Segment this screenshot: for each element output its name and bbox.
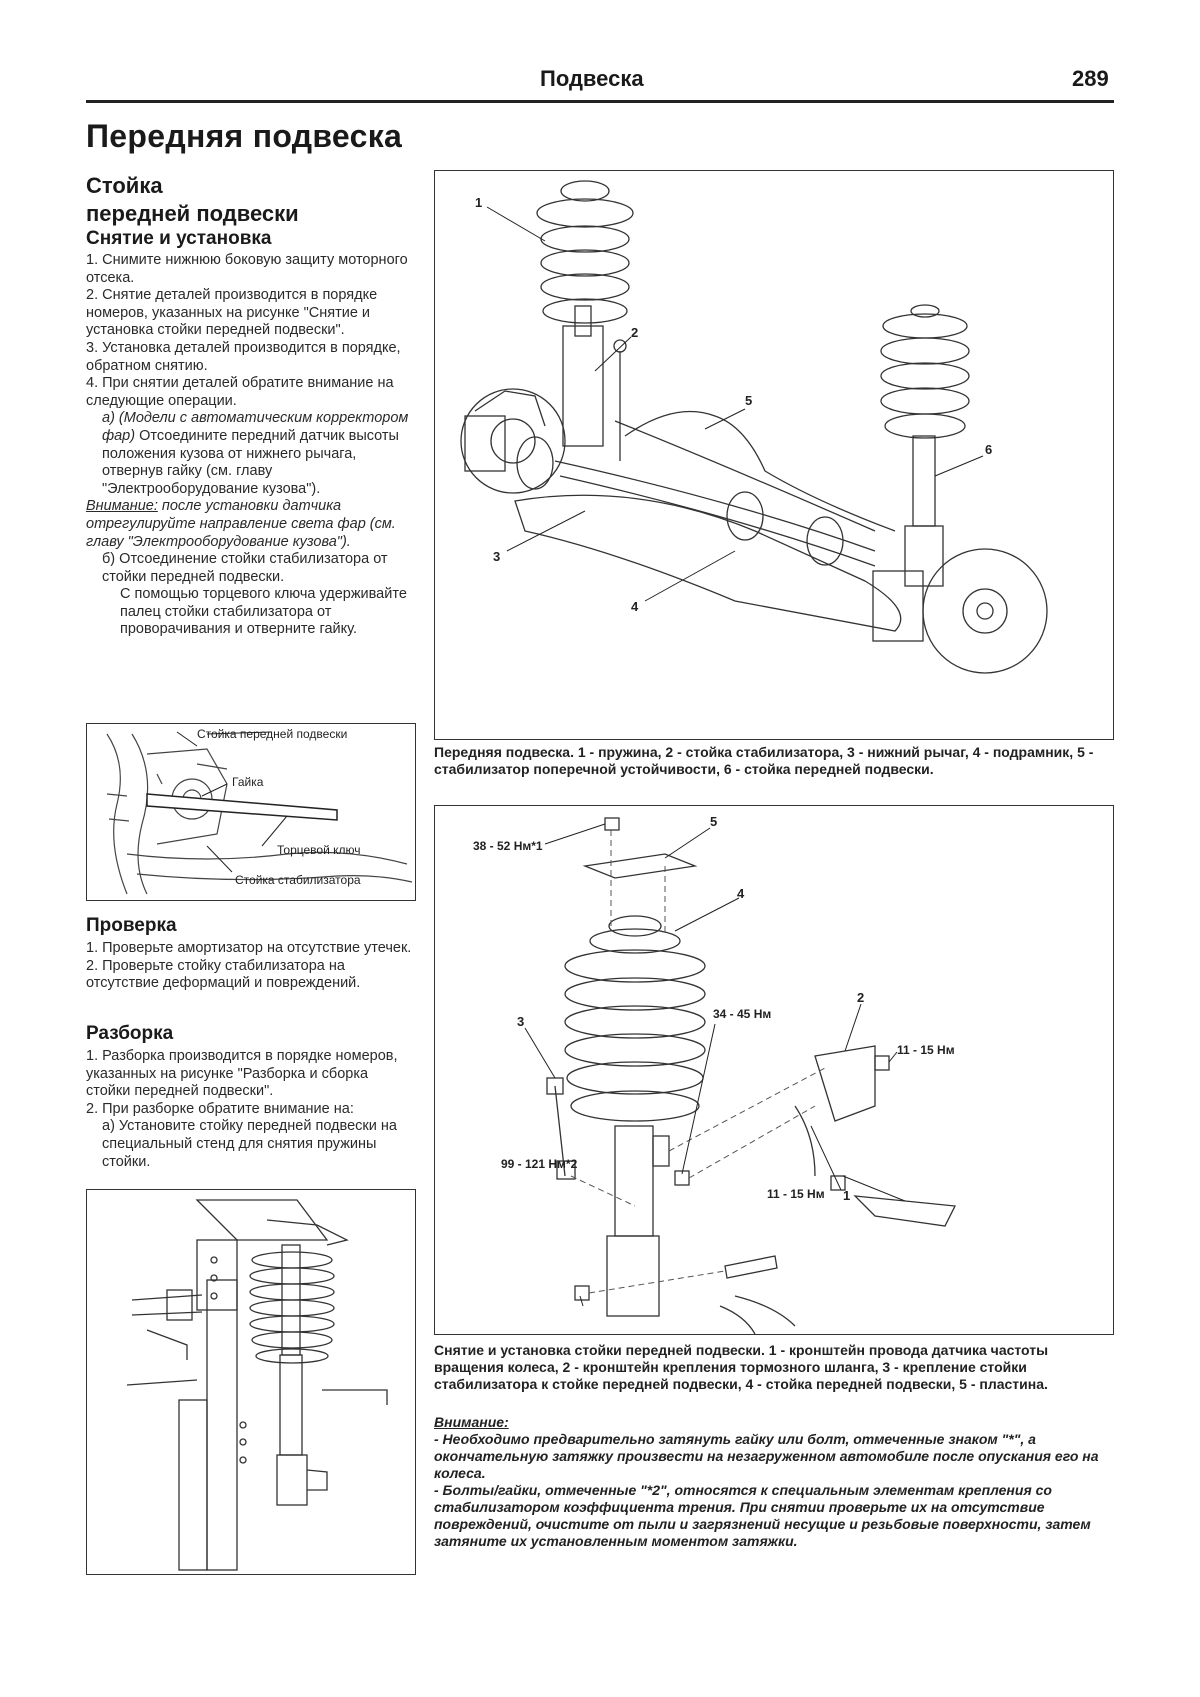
fig2-callout-4: 4 <box>737 886 745 901</box>
disassembly-step-2: 2. При разборке обратите внимание на: <box>86 1100 354 1117</box>
header-rule <box>86 100 1114 103</box>
strut-removal-drawing: 38 - 52 Нм*1 5 4 3 34 - 45 Нм 2 11 - 15 … <box>473 814 957 1335</box>
removal-step-4b: б) Отсоединение стойки стабилизатора от … <box>102 551 388 585</box>
removal-step-3: 3. Установка деталей производится в поря… <box>86 339 401 374</box>
fig1-callout-3: 3 <box>493 549 500 564</box>
fig2-callout-1: 1 <box>843 1188 850 1203</box>
attention-label: Внимание: <box>86 498 158 515</box>
torque-11-15-upper: 11 - 15 Нм <box>897 1043 955 1057</box>
step-4a-condition: а) (Модели с автоматическим корректором … <box>102 410 409 444</box>
fig2-callout-3: 3 <box>517 1014 524 1029</box>
label-stabilizer: Стойка стабилизатора <box>235 873 361 887</box>
fig1-callout-5: 5 <box>745 393 752 408</box>
spring-compressor-drawing <box>126 1199 388 1571</box>
removal-step-1: 1. Снимите нижнюю боковую защиту моторно… <box>86 252 408 286</box>
attention-note: Внимание: после установки датчика отрегу… <box>86 498 416 551</box>
step-4a-text: Отсоедините передний датчик высоты полож… <box>102 427 399 497</box>
figure-spring-compressor <box>86 1189 416 1575</box>
front-suspension-drawing: 1 2 3 4 5 6 <box>460 180 1048 674</box>
attention-block: Внимание: - Необходимо предварительно за… <box>434 1414 1112 1550</box>
attention-note-2: - Болты/гайки, отмеченные "*2", относятс… <box>434 1482 1091 1549</box>
figure-wrench: Стойка передней подвески Гайка Торцевой … <box>86 723 416 901</box>
torque-38-52: 38 - 52 Нм*1 <box>473 839 543 853</box>
label-nut: Гайка <box>232 775 264 789</box>
figure-front-suspension: 1 2 3 4 5 6 <box>434 170 1114 740</box>
attention-label-2: Внимание: <box>434 1414 509 1430</box>
page-title: Передняя подвеска <box>86 118 403 154</box>
check-steps: 1. Проверьте амортизатор на отсутствие у… <box>86 940 416 993</box>
removal-step-2: 2. Снятие деталей производится в порядке… <box>86 287 378 339</box>
section-heading-line2: передней подвески <box>86 201 299 226</box>
removal-step-4b-detail: С помощью торцевого ключа удерживайте па… <box>120 586 407 638</box>
fig2-callout-2: 2 <box>857 990 864 1005</box>
label-strut: Стойка передней подвески <box>197 727 347 741</box>
attention-note-1: - Необходимо предварительно затянуть гай… <box>434 1431 1099 1481</box>
label-wrench: Торцевой ключ <box>277 843 360 857</box>
disassembly-step-1: 1. Разборка производится в порядке номер… <box>86 1048 398 1100</box>
section-heading-line1: Стойка <box>86 173 163 198</box>
check-heading: Проверка <box>86 915 177 936</box>
fig1-callout-1: 1 <box>475 195 482 210</box>
removal-step-4: 4. При снятии деталей обратите внимание … <box>86 375 394 409</box>
disassembly-steps: 1. Разборка производится в порядке номер… <box>86 1048 416 1171</box>
disassembly-step-2a: а) Установите стойку передней подвески н… <box>102 1118 397 1170</box>
torque-99-121: 99 - 121 Нм*2 <box>501 1157 578 1171</box>
disassembly-heading: Разборка <box>86 1023 174 1044</box>
removal-steps: 1. Снимите нижнюю боковую защиту моторно… <box>86 252 416 639</box>
figure-wrench-drawing: Стойка передней подвески Гайка Торцевой … <box>106 727 413 895</box>
removal-step-4a: а) (Модели с автоматическим корректором … <box>86 410 416 498</box>
torque-11-15-lower: 11 - 15 Нм <box>767 1187 825 1201</box>
check-step-1: 1. Проверьте амортизатор на отсутствие у… <box>86 940 412 956</box>
fig1-callout-2: 2 <box>631 325 638 340</box>
figure-strut-removal-caption: Снятие и установка стойки передней подве… <box>434 1342 1049 1392</box>
page-number: 289 <box>1072 66 1109 91</box>
removal-heading: Снятие и установка <box>86 228 272 249</box>
fig1-callout-6: 6 <box>985 442 992 457</box>
torque-34-45: 34 - 45 Нм <box>713 1007 771 1021</box>
figure-front-suspension-caption: Передняя подвеска. 1 - пружина, 2 - стой… <box>434 744 1094 777</box>
fig2-callout-5: 5 <box>710 814 717 829</box>
check-step-2: 2. Проверьте стойку стабилизатора на отс… <box>86 957 361 992</box>
running-header-section: Подвеска <box>540 66 644 91</box>
attention-text: после установки датчика отрегулируйте на… <box>86 498 396 550</box>
figure-strut-removal: 38 - 52 Нм*1 5 4 3 34 - 45 Нм 2 11 - 15 … <box>434 805 1114 1335</box>
fig1-callout-4: 4 <box>631 599 639 614</box>
section-heading: Стойка передней подвески <box>86 172 299 228</box>
